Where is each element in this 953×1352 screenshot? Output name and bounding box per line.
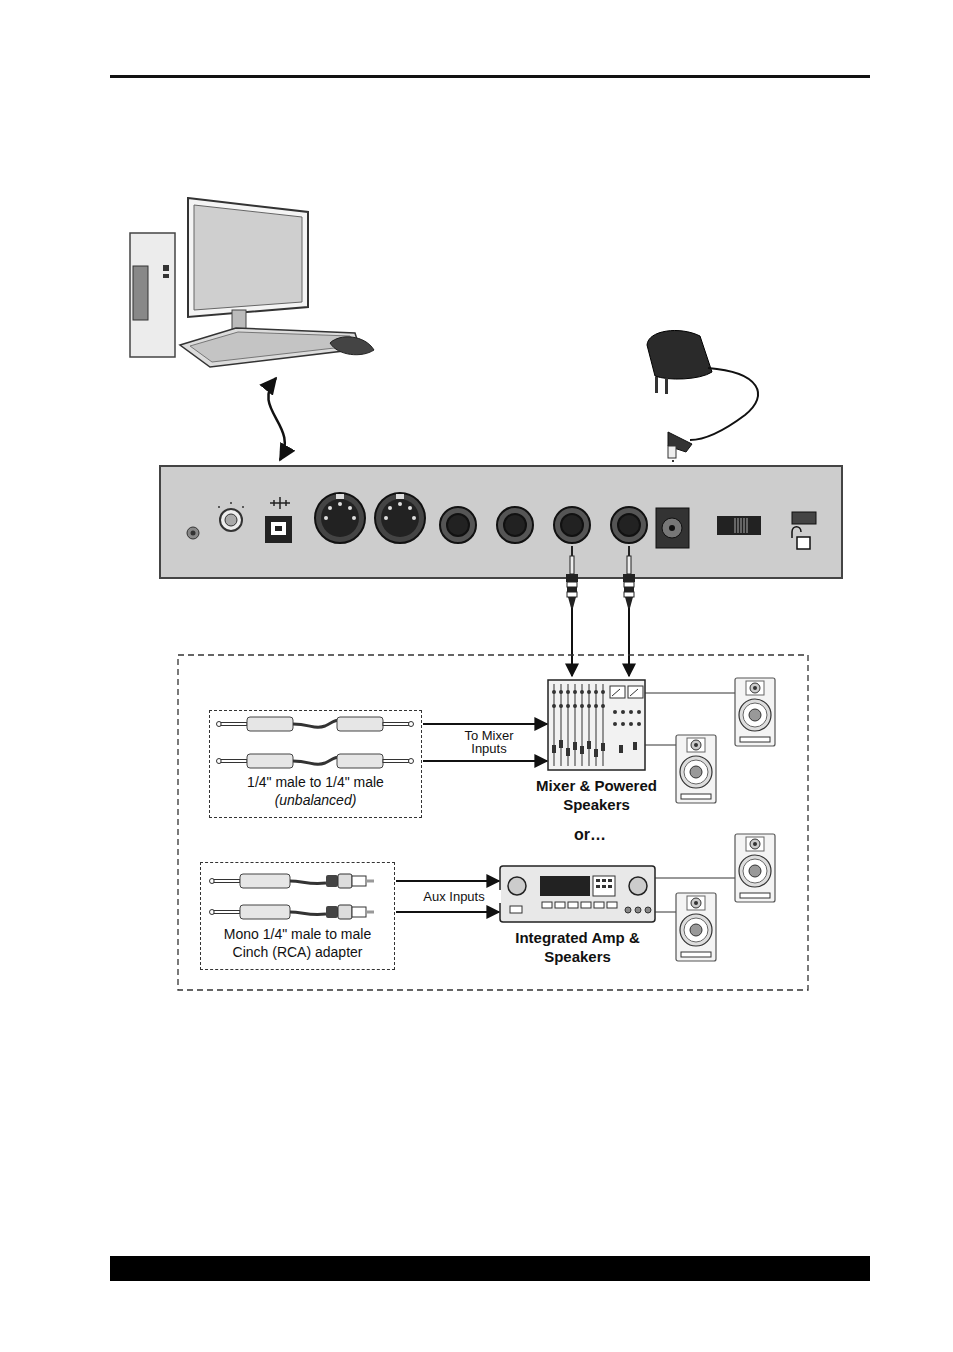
signal-arrow	[423, 723, 547, 725]
cable-caption: 1/4" male to 1/4" male	[216, 773, 415, 791]
cable-caption: Mono 1/4" male to male Cinch (RCA) adapt…	[207, 925, 388, 961]
amp-box: Integrated Amp & Speakers	[500, 866, 655, 922]
signal-arrow	[396, 911, 499, 913]
arrow-label: Aux Inputs	[407, 890, 501, 903]
cable-caption: (unbalanced)	[216, 791, 415, 809]
signal-arrow	[396, 880, 499, 882]
signal-arrow	[423, 760, 547, 762]
arrow-label: To Mixer Inputs	[450, 729, 528, 755]
adapter-box: Mono 1/4" male to male Cinch (RCA) adapt…	[200, 862, 395, 970]
equipment-heading: Integrated Amp & Speakers	[490, 928, 665, 966]
alternative-note: or…	[574, 826, 606, 844]
mixer-box: Mixer & Powered Speakers	[548, 680, 645, 770]
cable-box: 1/4" male to 1/4" male(unbalanced)	[209, 710, 422, 818]
equipment-heading: Mixer & Powered Speakers	[509, 776, 684, 814]
